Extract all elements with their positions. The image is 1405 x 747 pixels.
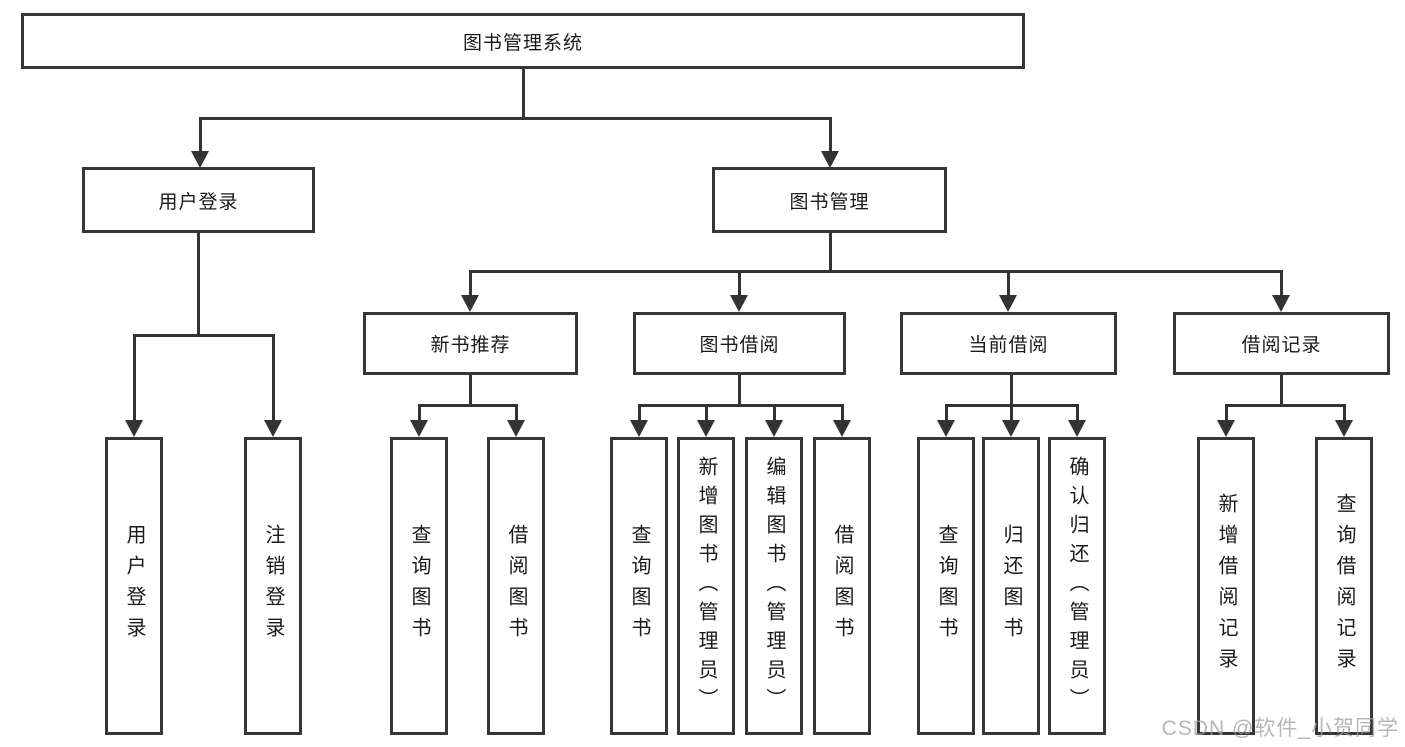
- arrow-down-icon: [1217, 420, 1235, 437]
- leaf-query-books-2: 查询图书: [610, 437, 668, 735]
- connector-line: [638, 404, 844, 407]
- leaf-query-books-1: 查询图书: [390, 437, 448, 735]
- leaf-label: 新增借阅记录: [1215, 493, 1237, 679]
- connector-line: [829, 117, 832, 153]
- connector-line: [272, 334, 275, 422]
- arrow-down-icon: [507, 420, 525, 437]
- connector-line: [1343, 404, 1346, 422]
- arrow-down-icon: [821, 151, 839, 168]
- arrow-down-icon: [1002, 420, 1020, 437]
- arrow-down-icon: [1335, 420, 1353, 437]
- leaf-label: 新增图书（管理员）: [695, 455, 717, 717]
- arrow-down-icon: [833, 420, 851, 437]
- leaf-user-login: 用户登录: [105, 437, 163, 735]
- arrow-down-icon: [937, 420, 955, 437]
- leaf-label: 用户登录: [123, 524, 145, 648]
- arrow-down-icon: [730, 295, 748, 312]
- connector-line: [841, 404, 844, 422]
- leaf-add-borrow-record: 新增借阅记录: [1197, 437, 1255, 735]
- arrow-down-icon: [461, 295, 479, 312]
- leaf-label: 归还图书: [1000, 524, 1022, 648]
- connector-line: [133, 334, 136, 422]
- leaf-edit-books-admin: 编辑图书（管理员）: [745, 437, 803, 735]
- connector-line: [705, 404, 708, 422]
- node-label: 图书管理系统: [462, 32, 583, 54]
- leaf-logout: 注销登录: [244, 437, 302, 735]
- node-library-management-system: 图书管理系统: [21, 13, 1025, 69]
- connector-line: [738, 375, 741, 407]
- node-book-borrowing: 图书借阅: [633, 312, 846, 375]
- connector-line: [199, 117, 831, 120]
- connector-line: [1225, 404, 1228, 422]
- leaf-confirm-return-admin: 确认归还（管理员）: [1048, 437, 1106, 735]
- node-label: 用户登录: [158, 191, 239, 213]
- leaf-label: 借阅图书: [505, 524, 527, 648]
- connector-line: [773, 404, 776, 422]
- leaf-label: 注销登录: [262, 524, 284, 648]
- leaf-label: 查询图书: [628, 524, 650, 648]
- node-user-login: 用户登录: [82, 167, 315, 233]
- connector-line: [1007, 270, 1010, 297]
- connector-line: [469, 375, 472, 407]
- arrow-down-icon: [410, 420, 428, 437]
- connector-line: [738, 270, 741, 297]
- connector-line: [469, 270, 472, 297]
- connector-line: [1076, 404, 1079, 422]
- leaf-label: 查询图书: [408, 524, 430, 648]
- leaf-borrow-books-1: 借阅图书: [487, 437, 545, 735]
- connector-line: [945, 404, 948, 422]
- connector-line: [1225, 404, 1345, 407]
- leaf-label: 查询借阅记录: [1333, 493, 1355, 679]
- connector-line: [197, 233, 200, 337]
- arrow-down-icon: [125, 420, 143, 437]
- connector-line: [418, 404, 421, 422]
- node-current-borrowing: 当前借阅: [900, 312, 1117, 375]
- node-label: 图书管理: [789, 191, 870, 213]
- csdn-watermark: CSDN @软件_小贺同学: [1161, 717, 1399, 740]
- arrow-down-icon: [630, 420, 648, 437]
- node-new-book-recommendation: 新书推荐: [363, 312, 578, 375]
- connector-line: [1010, 404, 1013, 422]
- connector-line: [638, 404, 641, 422]
- node-label: 新书推荐: [430, 335, 511, 356]
- leaf-borrow-books-2: 借阅图书: [813, 437, 871, 735]
- arrow-down-icon: [1068, 420, 1086, 437]
- connector-line: [469, 270, 1282, 273]
- leaf-query-borrow-record: 查询借阅记录: [1315, 437, 1373, 735]
- arrow-down-icon: [999, 295, 1017, 312]
- node-borrowing-records: 借阅记录: [1173, 312, 1390, 375]
- connector-line: [133, 334, 275, 337]
- node-label: 图书借阅: [699, 335, 780, 356]
- connector-line: [1280, 375, 1283, 407]
- connector-line: [1280, 270, 1283, 297]
- connector-line: [199, 117, 202, 153]
- leaf-return-books: 归还图书: [982, 437, 1040, 735]
- leaf-query-books-3: 查询图书: [917, 437, 975, 735]
- leaf-label: 编辑图书（管理员）: [763, 455, 785, 717]
- connector-line: [1010, 375, 1013, 407]
- leaf-add-books-admin: 新增图书（管理员）: [677, 437, 735, 735]
- arrow-down-icon: [191, 151, 209, 168]
- connector-line: [522, 69, 525, 118]
- connector-line: [515, 404, 518, 422]
- arrow-down-icon: [1272, 295, 1290, 312]
- arrow-down-icon: [264, 420, 282, 437]
- connector-line: [829, 233, 832, 273]
- arrow-down-icon: [697, 420, 715, 437]
- node-label: 借阅记录: [1241, 335, 1322, 356]
- node-label: 当前借阅: [968, 335, 1049, 356]
- leaf-label: 查询图书: [935, 524, 957, 648]
- connector-line: [418, 404, 518, 407]
- leaf-label: 借阅图书: [831, 524, 853, 648]
- node-book-management: 图书管理: [712, 167, 947, 233]
- arrow-down-icon: [765, 420, 783, 437]
- leaf-label: 确认归还（管理员）: [1066, 455, 1088, 717]
